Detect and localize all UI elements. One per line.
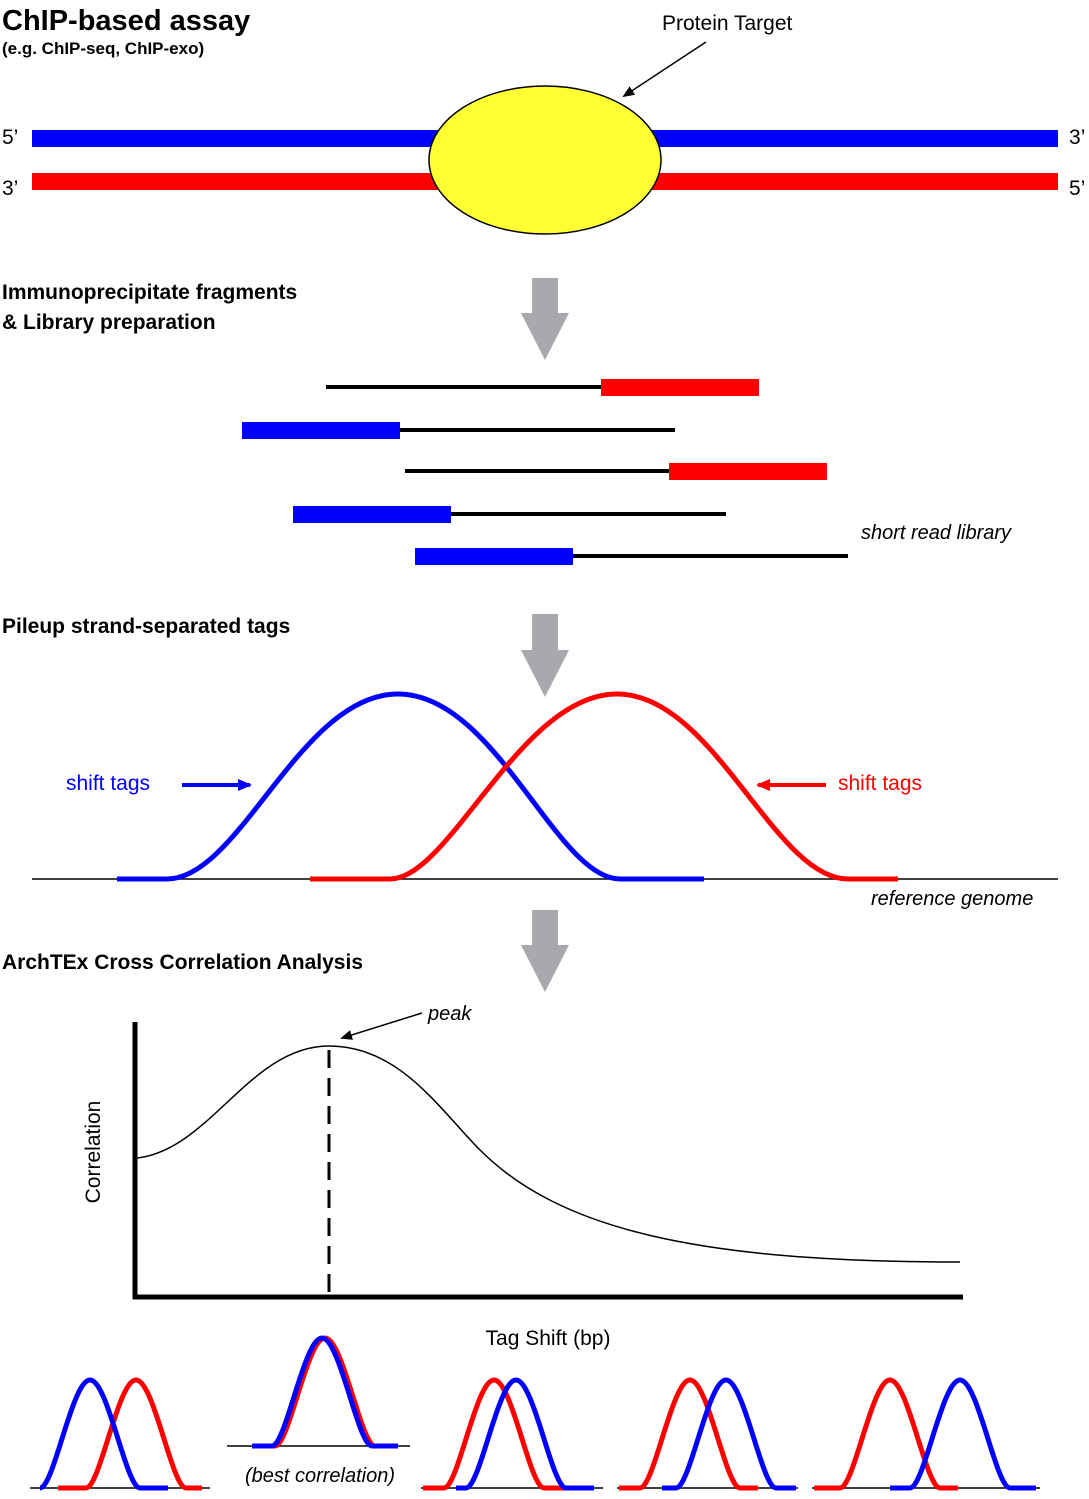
diagram-subtitle: (e.g. ChIP-seq, ChIP-exo) xyxy=(2,39,204,58)
bottom-left-end-label: 3’ xyxy=(2,177,18,200)
bottom-right-end-label: 5’ xyxy=(1069,177,1085,200)
library-label: short read library xyxy=(861,522,1012,544)
protein-target-ellipse xyxy=(428,85,662,235)
fragment-5 xyxy=(415,548,848,565)
protein-target-label: Protein Target xyxy=(662,12,793,35)
reference-genome-label: reference genome xyxy=(871,888,1033,910)
correlation-curve xyxy=(136,1045,961,1263)
shift-tags-right-label: shift tags xyxy=(838,772,922,795)
step-arrow-2 xyxy=(521,614,569,697)
peak-pointer-arrow xyxy=(340,1012,423,1040)
step1-heading-line2: & Library preparation xyxy=(2,311,216,334)
diagram-title: ChIP-based assay xyxy=(2,5,250,37)
shift-example-2-best xyxy=(227,1335,410,1449)
best-correlation-label: (best correlation) xyxy=(245,1465,395,1487)
step-arrow-3 xyxy=(521,910,569,992)
fragment-1 xyxy=(326,379,759,396)
step-arrow-1 xyxy=(521,278,569,360)
step3-heading: ArchTEx Cross Correlation Analysis xyxy=(2,951,363,974)
step1-heading-line1: Immunoprecipitate fragments xyxy=(2,281,297,304)
shift-example-3 xyxy=(421,1377,603,1491)
top-left-end-label: 5’ xyxy=(2,126,18,149)
shift-example-1 xyxy=(30,1377,210,1491)
forward-tag-pileup-curve xyxy=(117,691,704,882)
shift-example-4 xyxy=(617,1377,798,1491)
fragment-3 xyxy=(405,463,827,480)
step2-heading: Pileup strand-separated tags xyxy=(2,615,290,638)
shift-example-5 xyxy=(812,1377,1040,1491)
tag-shift-x-label: Tag Shift (bp) xyxy=(486,1327,611,1350)
shift-tags-left-label: shift tags xyxy=(66,772,150,795)
reverse-tag-pileup-curve xyxy=(310,691,898,882)
correlation-y-label: Correlation xyxy=(82,1101,105,1204)
fragment-2 xyxy=(242,422,675,439)
peak-label: peak xyxy=(427,1003,472,1025)
top-right-end-label: 3’ xyxy=(1069,126,1085,149)
protein-pointer-arrow xyxy=(622,41,707,98)
fragment-4 xyxy=(293,506,726,523)
